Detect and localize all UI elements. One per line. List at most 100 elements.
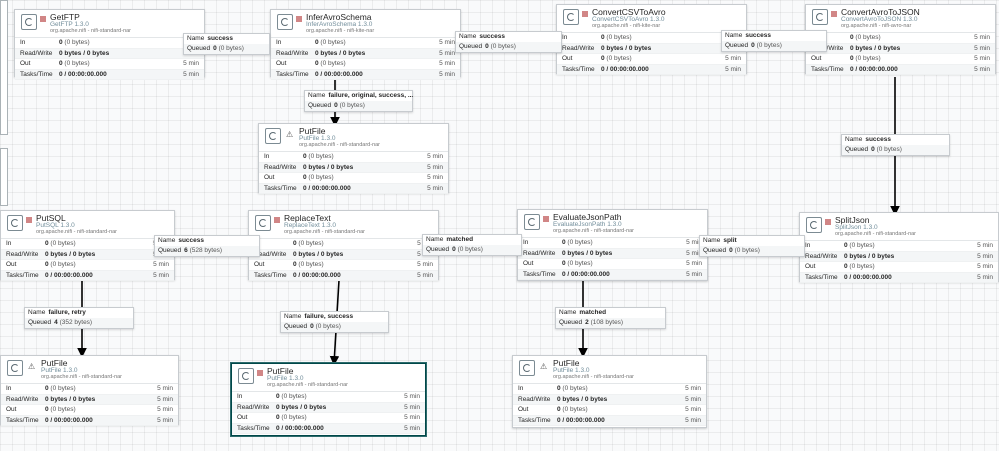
processor-bundle: org.apache.nifi - nifi-standard-nar bbox=[41, 374, 123, 380]
stat-value: 0 bytes / 0 bytes bbox=[45, 395, 96, 403]
stat-value: 0 (0 bytes) bbox=[293, 261, 324, 269]
stat-value: 0 (0 bytes) bbox=[850, 34, 881, 41]
processor-type-icon bbox=[7, 360, 23, 376]
stat-value: 0 bytes / 0 bytes bbox=[45, 250, 96, 258]
connection-queued-key: Queued bbox=[28, 319, 52, 326]
connection-queued-size: (0 bytes) bbox=[218, 45, 244, 52]
stat-value: 0 (0 bytes) bbox=[293, 240, 324, 247]
stat-label: Out bbox=[237, 414, 248, 422]
processor-bundle: org.apache.nifi - nifi-standard-nar bbox=[835, 231, 917, 237]
stat-window: 5 min bbox=[977, 263, 993, 271]
stat-window: 5 min bbox=[417, 261, 433, 269]
stat-value: 0 (0 bytes) bbox=[562, 260, 593, 268]
connection-name-key: Name bbox=[28, 309, 46, 316]
stat-value: 0 (0 bytes) bbox=[45, 385, 76, 392]
processor-name: PutFile bbox=[267, 366, 294, 376]
stat-value: 0 (0 bytes) bbox=[557, 385, 588, 392]
processor-type-icon bbox=[524, 214, 540, 230]
stat-label: In bbox=[237, 393, 243, 400]
processor-type: InferAvroSchema 1.3.0 bbox=[306, 21, 373, 28]
stat-row-in: In0 (0 bytes)5 min bbox=[557, 33, 746, 44]
stat-label: Read/Write bbox=[6, 250, 39, 258]
stat-window: 5 min bbox=[686, 270, 702, 278]
stat-value: 0 (0 bytes) bbox=[45, 240, 76, 247]
stat-window: 5 min bbox=[157, 416, 173, 424]
offscreen-component[interactable] bbox=[0, 148, 8, 206]
stat-value: 0 (0 bytes) bbox=[601, 34, 632, 41]
stat-label: Read/Write bbox=[237, 403, 270, 411]
connection-queued-size: (0 bytes) bbox=[457, 246, 483, 253]
stat-value: 0 / 00:00:00.000 bbox=[844, 273, 892, 281]
stat-label: Read/Write bbox=[6, 395, 39, 403]
stat-label: Out bbox=[805, 263, 816, 271]
stopped-status-icon bbox=[543, 216, 549, 222]
connection-name: success bbox=[865, 136, 892, 143]
stat-value: 0 (0 bytes) bbox=[562, 239, 593, 246]
offscreen-component[interactable] bbox=[0, 0, 8, 135]
processor-bundle: org.apache.nifi - nifi-avro-nar bbox=[841, 23, 912, 29]
connection-queued-count: 6 bbox=[184, 247, 188, 254]
connection-queued-size: (0 bytes) bbox=[339, 102, 365, 109]
stat-label: Tasks/Time bbox=[6, 416, 39, 424]
connection-name-key: Name bbox=[845, 136, 863, 143]
stat-label: In bbox=[6, 240, 12, 247]
stat-value: 0 (0 bytes) bbox=[59, 39, 90, 46]
stat-window: 5 min bbox=[183, 60, 199, 68]
stat-value: 0 / 00:00:00.000 bbox=[59, 70, 107, 78]
connection-queued-size: (0 bytes) bbox=[490, 43, 516, 50]
stat-row-in: In0 (0 bytes)5 min bbox=[249, 239, 438, 250]
connection-name-key: Name bbox=[426, 236, 444, 243]
stat-value: 0 / 00:00:00.000 bbox=[562, 270, 610, 278]
stat-window: 5 min bbox=[974, 34, 990, 41]
stopped-status-icon bbox=[582, 11, 588, 17]
connection-name: matched bbox=[446, 236, 474, 243]
connection-queued-size: (0 bytes) bbox=[734, 247, 760, 254]
connection-name: failure, success bbox=[304, 313, 354, 320]
stat-label: In bbox=[276, 39, 282, 46]
stat-window: 5 min bbox=[157, 395, 173, 403]
stat-value: 0 (0 bytes) bbox=[303, 174, 334, 182]
connection-queued-count: 0 bbox=[871, 146, 875, 153]
stat-label: Tasks/Time bbox=[254, 271, 287, 279]
